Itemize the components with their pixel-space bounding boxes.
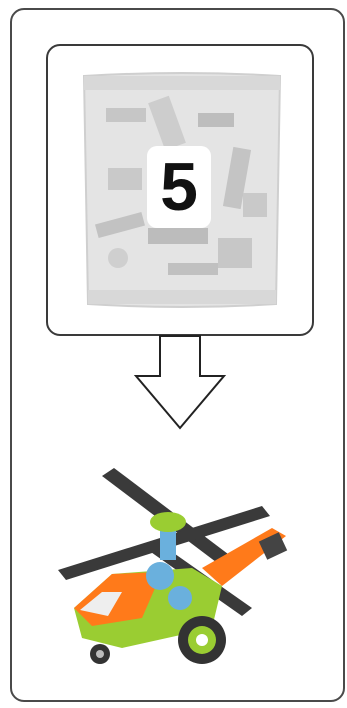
down-arrow-icon [130,334,230,430]
bag-number-badge: 5 [147,146,211,228]
helicopter-model-icon [52,458,308,682]
bag-number: 5 [160,153,198,221]
